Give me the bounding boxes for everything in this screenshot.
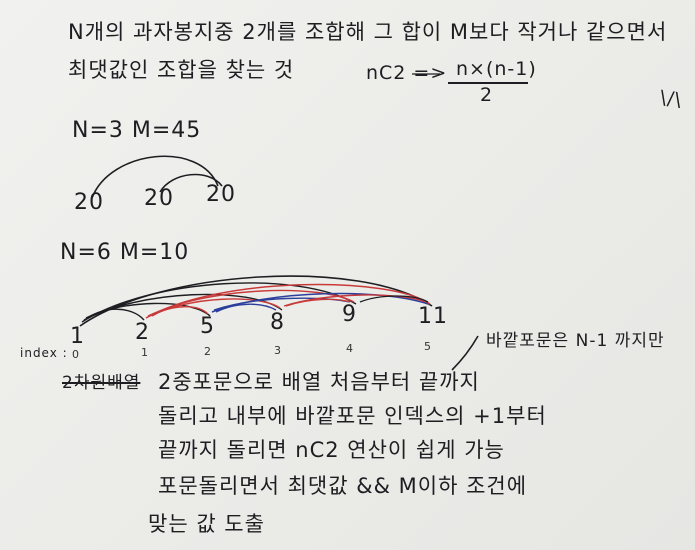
index-2: 2 [204, 345, 212, 358]
example2-value-3: 8 [270, 310, 285, 335]
index-3: 3 [274, 344, 282, 357]
explanation-line-5: 맞는 값 도출 [148, 512, 265, 536]
formula-left: nC2 => [366, 62, 448, 84]
example2-value-0: 1 [70, 324, 85, 349]
problem-line-1: N개의 과자봉지중 2개를 조합해 그 합이 M보다 작거나 같으면서 [68, 20, 668, 44]
example2-value-1: 2 [135, 320, 150, 345]
example1-value-2: 20 [206, 182, 236, 207]
index-label: index : [20, 346, 68, 360]
arc-black-6 [359, 295, 429, 303]
fraction-bar [448, 82, 528, 84]
index-4: 4 [346, 342, 354, 355]
index-5: 5 [424, 340, 432, 353]
arc-red-6 [285, 298, 351, 307]
explanation-line-1: 2중포문으로 배열 처음부터 끝까지 [158, 370, 480, 394]
example1-arc-short [159, 173, 223, 193]
arc-black-5 [87, 308, 145, 321]
explanation-line-2: 돌리고 내부에 바깥포문 인덱스의 +1부터 [158, 404, 547, 428]
note-pointer [451, 335, 479, 371]
example2-value-4: 9 [342, 302, 357, 327]
arc-red-3 [149, 298, 281, 317]
index-0: 0 [72, 348, 80, 361]
arc-blue-3 [215, 303, 277, 313]
index-1: 1 [141, 346, 149, 359]
struck-word: 2차원배열 [62, 373, 141, 393]
example1-header: N=3 M=45 [72, 118, 202, 143]
arc-red-4 [151, 306, 209, 317]
outer-loop-note: 바깥포문은 N-1 까지만 [486, 331, 665, 351]
problem-line-2: 최댓값인 조합을 찾는 것 [68, 58, 295, 82]
example2-header: N=6 M=10 [60, 240, 190, 265]
formula-numerator: n×(n-1) [456, 58, 537, 80]
example1-arc-long [91, 155, 219, 199]
example1-value-1: 20 [144, 186, 174, 211]
example2-value-5: 11 [418, 304, 448, 329]
arc-black-2 [81, 282, 357, 323]
example1-value-0: 20 [74, 190, 104, 215]
explanation-line-3: 끝까지 돌리면 nC2 연산이 쉽게 가능 [158, 438, 505, 462]
example2-value-2: 5 [200, 314, 215, 339]
explanation-line-4: 포문돌리면서 최댓값 && M이하 조건에 [158, 474, 528, 498]
formula-denominator: 2 [480, 84, 494, 106]
